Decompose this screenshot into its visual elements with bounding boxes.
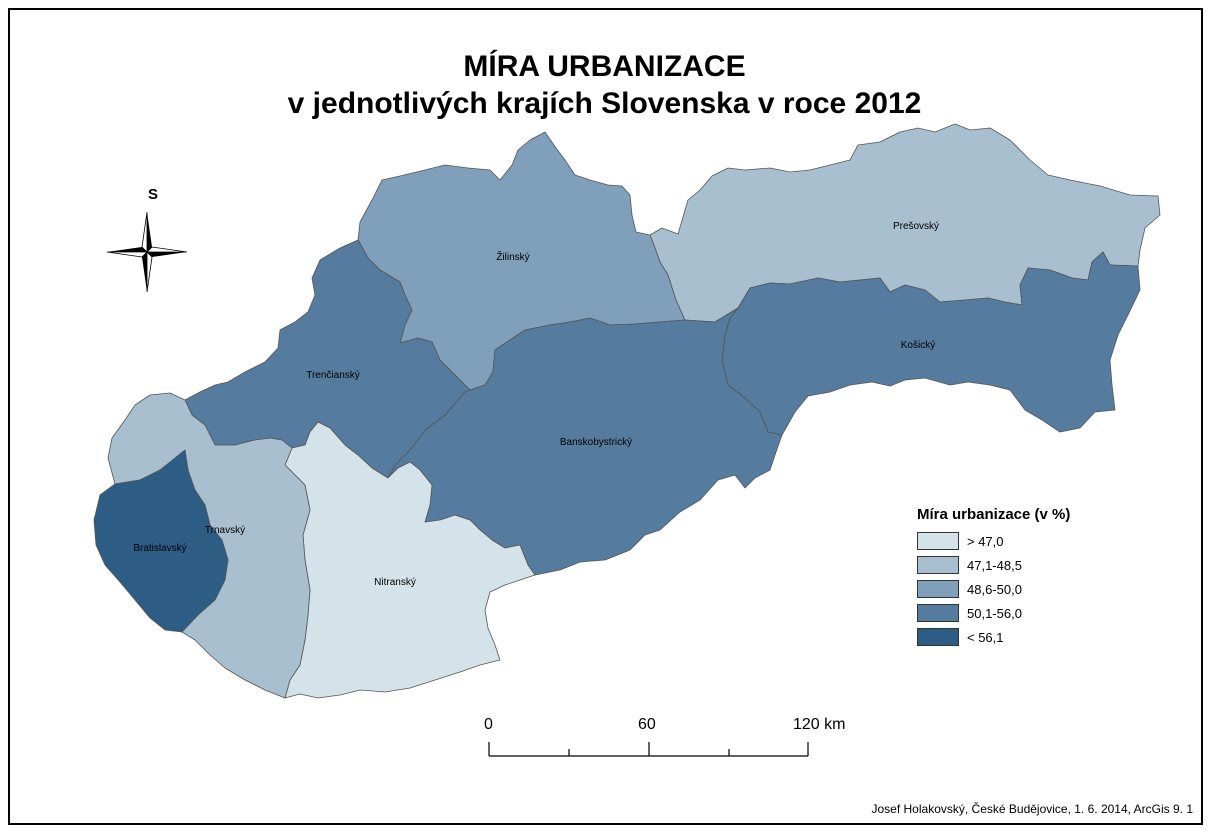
region-label-nitransky: Nitranský: [374, 577, 416, 588]
legend-label: 48,6-50,0: [967, 581, 1022, 597]
region-label-presovsky: Prešovský: [893, 221, 939, 232]
scale-bar: [488, 742, 809, 757]
scale-label-0: 0: [484, 716, 493, 733]
legend: Míra urbanizace (v %) > 47,0 47,1-48,5 4…: [917, 506, 1070, 649]
legend-swatch: [917, 628, 959, 646]
credit-text: Josef Holakovský, České Budějovice, 1. 6…: [871, 802, 1194, 816]
legend-swatch: [917, 580, 959, 598]
legend-label: > 47,0: [967, 533, 1004, 549]
region-label-kosicky: Košický: [901, 340, 935, 351]
region-label-trenciansky: Trenčianský: [306, 370, 360, 381]
north-label: S: [148, 186, 159, 203]
scale-label-60: 60: [638, 716, 656, 733]
region-bratislavsky[interactable]: [93, 449, 229, 633]
compass-rose-icon: [106, 211, 188, 293]
scale-label-120: 120 km: [793, 716, 846, 733]
legend-label: < 56,1: [967, 629, 1004, 645]
map-title: MÍRA URBANIZACE: [463, 50, 746, 83]
legend-label: 50,1-56,0: [967, 605, 1022, 621]
legend-title: Míra urbanizace (v %): [917, 506, 1071, 523]
region-label-zilinsky: Žilinský: [496, 250, 529, 263]
legend-swatch: [917, 532, 959, 550]
legend-label: 47,1-48,5: [967, 557, 1022, 573]
map-frame: [8, 8, 1203, 825]
legend-swatch: [917, 556, 959, 574]
region-label-bratislavsky: Bratislavský: [133, 543, 186, 554]
legend-item: < 56,1: [917, 625, 1070, 649]
legend-item: > 47,0: [917, 529, 1070, 553]
legend-item: 48,6-50,0: [917, 577, 1070, 601]
region-kosicky[interactable]: [721, 251, 1141, 436]
legend-item: 47,1-48,5: [917, 553, 1070, 577]
map-subtitle: v jednotlivých krajích Slovenska v roce …: [287, 87, 922, 120]
region-label-trnavsky: Trnavský: [205, 525, 245, 536]
legend-swatch: [917, 604, 959, 622]
region-label-banskobystricky: Banskobystrický: [560, 437, 632, 448]
legend-item: 50,1-56,0: [917, 601, 1070, 625]
